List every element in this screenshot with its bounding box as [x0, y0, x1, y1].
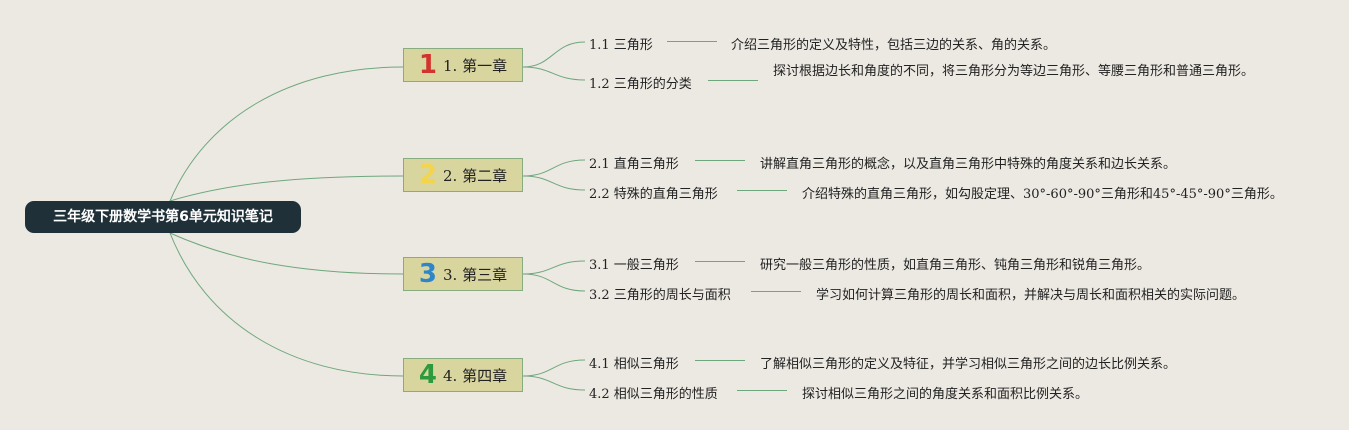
topic-1-2-line — [708, 80, 758, 81]
topic-1-2-desc[interactable]: 探讨根据边长和角度的不同，将三角形分为等边三角形、等腰三角形和普通三角形。 — [773, 64, 1255, 79]
root-connector-3 — [169, 232, 404, 275]
topic-3-1-line — [695, 261, 745, 262]
topic-3-1-desc[interactable]: 研究一般三角形的性质，如直角三角形、钝角三角形和锐角三角形。 — [760, 258, 1151, 273]
topic-3-2-title[interactable]: 3.2 三角形的周长与面积 — [589, 288, 731, 303]
topic-2-2-line — [737, 190, 787, 191]
topic-4-1-line — [695, 360, 745, 361]
root-connector-4 — [169, 232, 404, 377]
chapter-3-connector-a — [522, 260, 586, 275]
topic-3-2-line — [751, 291, 801, 292]
topic-1-2-title[interactable]: 1.2 三角形的分类 — [589, 77, 692, 92]
topic-4-2-title[interactable]: 4.2 相似三角形的性质 — [589, 387, 718, 402]
chapter-3-label: 3. 第三章 — [443, 265, 508, 284]
chapter-4-connector-b — [522, 375, 586, 391]
topic-4-1-desc[interactable]: 了解相似三角形的定义及特征，并学习相似三角形之间的边长比例关系。 — [760, 357, 1177, 372]
chapter-2-connector-a — [522, 159, 586, 177]
topic-3-2-desc[interactable]: 学习如何计算三角形的周长和面积，并解决与周长和面积相关的实际问题。 — [816, 288, 1246, 303]
topic-2-1-desc[interactable]: 讲解直角三角形的概念，以及直角三角形中特殊的角度关系和边长关系。 — [760, 157, 1177, 172]
chapter-3-connector-b — [522, 273, 586, 292]
topic-1-1-title[interactable]: 1.1 三角形 — [589, 38, 653, 53]
root-connector-1 — [169, 66, 404, 202]
number-1-icon: 1 — [418, 50, 437, 80]
root-connector-2 — [169, 175, 404, 202]
topic-4-1-title[interactable]: 4.1 相似三角形 — [589, 357, 679, 372]
number-4-icon: 4 — [418, 360, 437, 390]
chapter-4-label: 4. 第四章 — [443, 366, 508, 385]
chapter-4-connector-a — [522, 359, 586, 377]
chapter-2-connector-b — [522, 175, 586, 191]
chapter-1-connector-b — [522, 66, 586, 81]
topic-1-1-desc[interactable]: 介绍三角形的定义及特性，包括三边的关系、角的关系。 — [731, 38, 1057, 53]
topic-2-2-desc[interactable]: 介绍特殊的直角三角形，如勾股定理、30°-60°-90°三角形和45°-45°-… — [802, 187, 1283, 202]
root-topic[interactable]: 三年级下册数学书第6单元知识笔记 — [25, 201, 301, 233]
chapter-3-node[interactable]: 3 3. 第三章 — [403, 257, 523, 291]
topic-2-1-line — [695, 160, 745, 161]
chapter-4-node[interactable]: 4 4. 第四章 — [403, 358, 523, 392]
topic-2-2-title[interactable]: 2.2 特殊的直角三角形 — [589, 187, 718, 202]
chapter-1-connector-a — [522, 41, 586, 68]
topic-2-1-title[interactable]: 2.1 直角三角形 — [589, 157, 679, 172]
topic-4-2-desc[interactable]: 探讨相似三角形之间的角度关系和面积比例关系。 — [802, 387, 1089, 402]
chapter-1-label: 1. 第一章 — [443, 56, 508, 75]
topic-1-1-line — [667, 41, 717, 42]
number-3-icon: 3 — [418, 259, 437, 289]
number-2-icon: 2 — [418, 160, 437, 190]
topic-4-2-line — [737, 390, 787, 391]
topic-3-1-title[interactable]: 3.1 一般三角形 — [589, 258, 679, 273]
chapter-2-node[interactable]: 2 2. 第二章 — [403, 158, 523, 192]
chapter-2-label: 2. 第二章 — [443, 166, 508, 185]
chapter-1-node[interactable]: 1 1. 第一章 — [403, 48, 523, 82]
